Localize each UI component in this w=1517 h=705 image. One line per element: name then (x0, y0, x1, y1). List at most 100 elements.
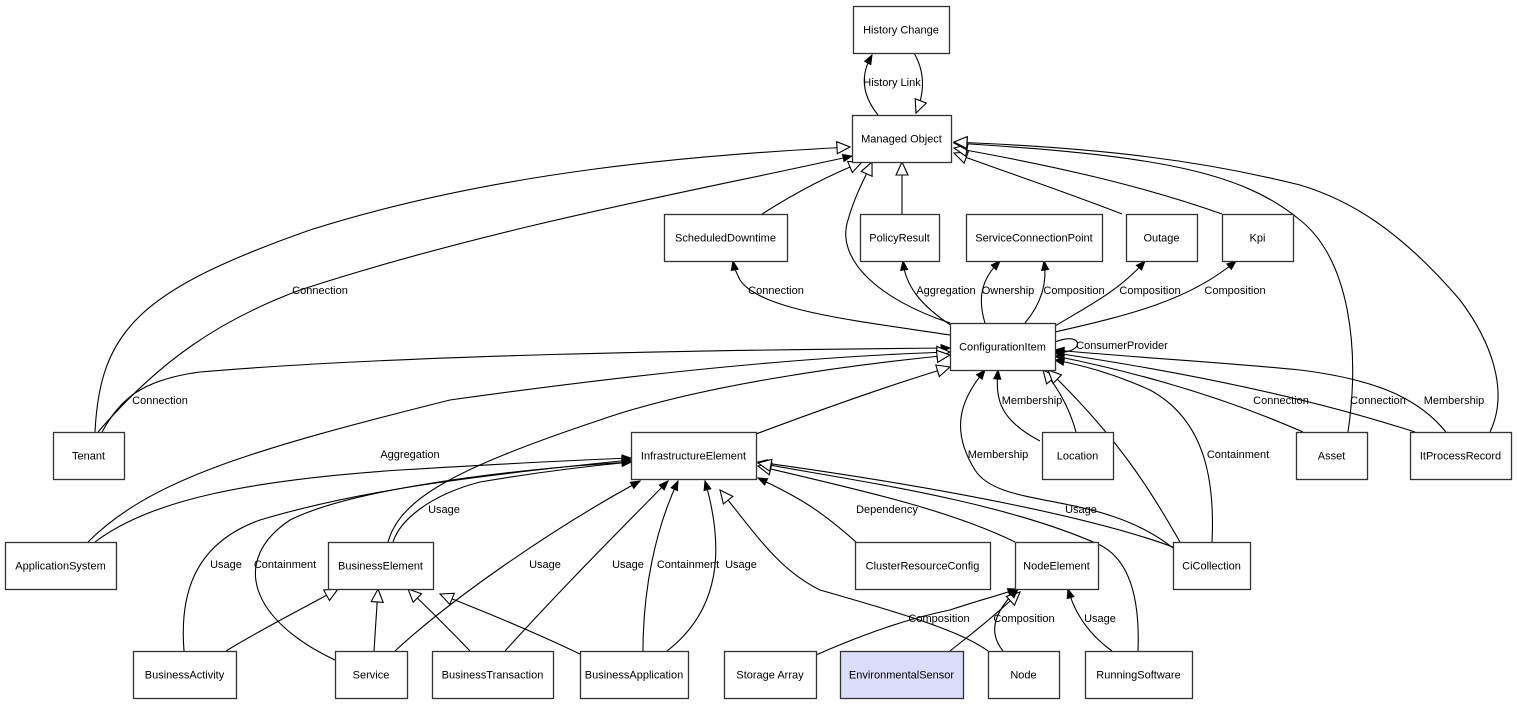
class-name: ItProcessRecord (1420, 451, 1501, 463)
association-edge-it-process-record-to-configuration-item (1054, 352, 1416, 433)
class-name: Managed Object (861, 134, 942, 146)
class-node-business-element[interactable]: BusinessElement (327, 541, 435, 591)
class-node-application-system[interactable]: ApplicationSystem (4, 541, 118, 591)
inheritance-edge-business-element-to-configuration-item (387, 354, 951, 543)
class-box[interactable] (431, 650, 555, 700)
inheritance-arrowhead-icon (935, 349, 952, 364)
class-box[interactable] (839, 650, 965, 700)
class-box[interactable] (52, 431, 126, 481)
class-box[interactable] (1295, 431, 1369, 481)
class-box[interactable] (327, 541, 435, 591)
edge-label: Composition (1119, 285, 1180, 297)
class-box[interactable] (1172, 541, 1252, 591)
class-name: Storage Array (736, 670, 804, 682)
class-node-environmental-sensor[interactable]: EnvironmentalSensor (839, 650, 965, 700)
class-box[interactable] (1041, 431, 1115, 481)
class-box[interactable] (949, 322, 1057, 372)
class-box[interactable] (859, 213, 941, 263)
association-edge-asset-to-configuration-item (1054, 355, 1304, 433)
class-node-configuration-item[interactable]: ConfigurationItem (949, 322, 1057, 372)
class-name: InfrastructureElement (641, 451, 746, 463)
class-node-tenant[interactable]: Tenant (52, 431, 126, 481)
edge-label: Connection (132, 395, 188, 407)
class-node-ci-collection[interactable]: CiCollection (1172, 541, 1252, 591)
class-box[interactable] (987, 650, 1061, 700)
class-box[interactable] (852, 5, 951, 55)
class-name: Asset (1318, 451, 1346, 463)
class-name: PolicyResult (869, 233, 930, 245)
association-edge-business-application-to-infrastructure-element (666, 480, 717, 652)
class-node-managed-object[interactable]: Managed Object (851, 114, 953, 164)
class-name: Service (353, 670, 390, 682)
class-name: EnvironmentalSensor (849, 670, 955, 682)
class-node-running-software[interactable]: RunningSoftware (1084, 650, 1194, 700)
edge-label: Usage (612, 559, 644, 571)
class-box[interactable] (334, 650, 409, 700)
class-node-business-application[interactable]: BusinessApplication (579, 650, 690, 700)
class-node-asset[interactable]: Asset (1295, 431, 1369, 481)
class-name: ApplicationSystem (15, 561, 106, 573)
class-node-policy-result[interactable]: PolicyResult (859, 213, 941, 263)
edge-label: Connection (292, 285, 348, 297)
inheritance-arrowhead-icon (407, 588, 423, 604)
inheritance-edge-tenant-to-managed-object (94, 146, 851, 433)
class-box[interactable] (723, 650, 818, 700)
class-box[interactable] (1409, 431, 1513, 481)
edge-label: Membership (1424, 395, 1485, 407)
edge-label: Composition (908, 613, 969, 625)
class-node-outage[interactable]: Outage (1125, 213, 1199, 263)
inheritance-arrowhead-icon (322, 588, 340, 602)
class-node-history-change[interactable]: History Change (852, 5, 951, 55)
class-node-scheduled-downtime[interactable]: ScheduledDowntime (663, 213, 789, 263)
inheritance-edge-outage-to-managed-object (953, 152, 1123, 215)
class-name: Outage (1143, 233, 1179, 245)
class-node-node[interactable]: Node (987, 650, 1061, 700)
association-edge-tenant-to-managed-object (97, 155, 853, 433)
class-node-storage-array[interactable]: Storage Array (723, 650, 818, 700)
class-name: Node (1010, 670, 1036, 682)
class-node-kpi[interactable]: Kpi (1221, 213, 1295, 263)
class-box[interactable] (1084, 650, 1194, 700)
arrowhead-icon (1008, 588, 1019, 599)
edge-label: Ownership (982, 285, 1035, 297)
class-node-service[interactable]: Service (334, 650, 409, 700)
edge-label: Containment (254, 559, 316, 571)
class-box[interactable] (1125, 213, 1199, 263)
class-box[interactable] (4, 541, 118, 591)
class-box[interactable] (965, 213, 1104, 263)
inheritance-edge-configuration-item-to-managed-object (845, 161, 951, 324)
class-box[interactable] (579, 650, 690, 700)
inheritance-arrowhead-icon (935, 364, 952, 378)
class-name: History Change (863, 25, 939, 37)
edge-label: Dependency (856, 504, 918, 516)
class-node-it-process-record[interactable]: ItProcessRecord (1409, 431, 1513, 481)
class-box[interactable] (851, 114, 953, 164)
class-box[interactable] (1014, 541, 1100, 591)
class-box[interactable] (132, 650, 238, 700)
class-node-infrastructure-element[interactable]: InfrastructureElement (630, 431, 758, 481)
inheritance-edge-kpi-to-managed-object (953, 147, 1223, 215)
class-node-service-connection-point[interactable]: ServiceConnectionPoint (965, 213, 1104, 263)
class-node-node-element[interactable]: NodeElement (1014, 541, 1100, 591)
edge-label: Connection (1350, 395, 1406, 407)
edge-label: Aggregation (380, 449, 439, 461)
association-edge-business-activity-to-infrastructure-element (182, 459, 632, 652)
class-box[interactable] (1221, 213, 1295, 263)
inheritance-edge-infrastructure-element-to-configuration-item (755, 366, 951, 435)
inheritance-arrowhead-icon (895, 160, 909, 176)
class-node-business-activity[interactable]: BusinessActivity (132, 650, 238, 700)
edge-label: Usage (1065, 504, 1097, 516)
class-name: Tenant (72, 451, 105, 463)
class-name: Kpi (1250, 233, 1266, 245)
arrowhead-icon (703, 479, 712, 492)
arrowhead-icon (1041, 259, 1050, 271)
association-edge-service-to-infrastructure-element (394, 480, 641, 652)
inheritance-edge-running-software-to-infrastructure-element (757, 462, 1139, 652)
class-box[interactable] (663, 213, 789, 263)
class-node-location[interactable]: Location (1041, 431, 1115, 481)
class-node-cluster-resource-config[interactable]: ClusterResourceConfig (854, 541, 992, 591)
inheritance-edge-scheduled-downtime-to-managed-object (761, 161, 863, 215)
class-box[interactable] (630, 431, 758, 481)
class-box[interactable] (854, 541, 992, 591)
class-node-business-transaction[interactable]: BusinessTransaction (431, 650, 555, 700)
